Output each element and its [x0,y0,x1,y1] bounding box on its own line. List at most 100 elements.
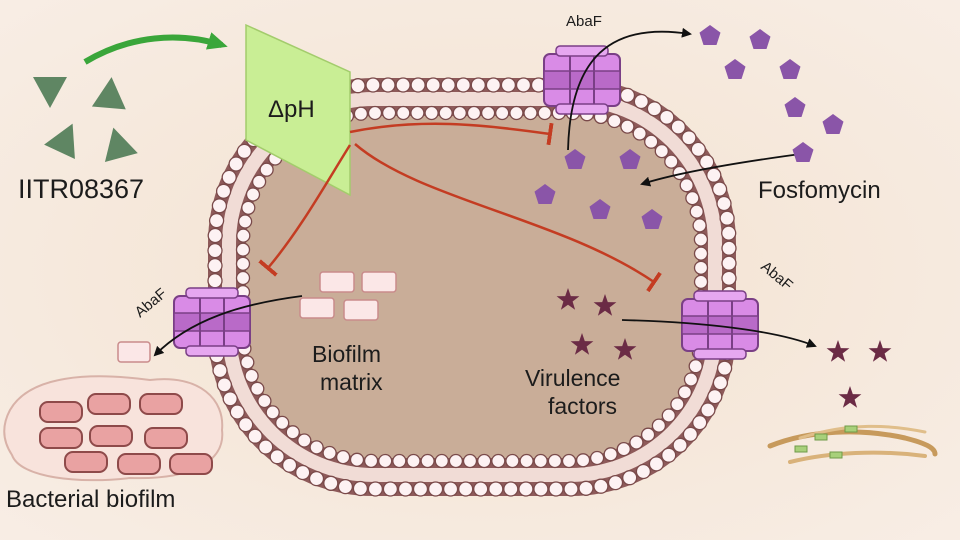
membrane-bead [258,439,274,455]
membrane-bead [448,453,464,469]
membrane-bead [211,198,228,214]
membrane-bead [367,481,384,497]
biofilm-matrix-label-line1: Biofilm [312,341,381,367]
membrane-bead [699,154,715,170]
membrane-bead [681,130,697,146]
membrane-bead [688,359,703,374]
membrane-bead [672,437,688,453]
membrane-bead [519,453,534,469]
bacterial-biofilm-label: Bacterial biofilm [6,486,175,513]
membrane-bead [295,464,311,481]
membrane-bead [488,481,504,497]
membrane-bead [410,77,426,93]
membrane-bead [222,391,238,407]
membrane-bead [235,256,251,271]
membrane-bead [440,77,456,93]
membrane-bead [455,77,471,93]
membrane-bead [640,427,656,442]
membrane-bead [518,481,534,497]
membrane-bead [207,242,223,259]
fosfomycin-entry-arrow [640,152,809,187]
membrane-bead [689,204,704,219]
membrane-bead [651,418,667,433]
membrane-bead [427,481,444,497]
bacterium-cell [87,393,131,415]
membrane-bead [412,481,429,497]
membrane-bead [670,119,686,135]
membrane-bead [247,428,263,444]
membrane-bead [250,381,265,396]
inhibit-biofilm-efflux [258,144,352,277]
membrane-bead [350,78,366,94]
membrane-bead [578,480,594,496]
membrane-bead [244,368,259,384]
bacterium-cell [139,393,183,415]
membrane-bead [207,227,223,244]
membrane-bead [693,246,709,261]
membrane-bead [537,105,552,121]
membrane-bead [207,273,223,289]
membrane-bead [322,445,337,461]
membrane-bead [661,447,677,463]
membrane-bead [683,372,699,387]
membrane-bead [622,470,638,486]
membrane-bead [632,126,647,141]
membrane-bead [706,167,722,183]
membrane-bead [335,449,351,465]
membrane-bead [515,77,532,93]
virulence-label-line2: factors [548,393,617,419]
inhibit-virulence-efflux [354,143,662,293]
membrane-bead [410,105,425,121]
delta-ph-label: ΔpH [268,96,315,123]
membrane-bead [367,105,383,121]
membrane-bead [629,435,644,450]
membrane-bead [235,242,251,257]
membrane-bead [685,190,700,206]
membrane-bead [473,481,489,497]
membrane-bead [365,77,381,93]
membrane-bead [281,457,298,473]
membrane-bead [620,119,635,134]
membrane-bead [462,453,478,469]
membrane-bead [619,87,636,104]
membrane-bead [363,453,379,469]
bacterium-cell [89,425,133,447]
membrane-bead [235,270,251,286]
membrane-bead [215,183,232,199]
membrane-bead [485,77,502,93]
bacterium-cell [39,427,83,449]
membrane-bead [208,212,225,229]
membrane-bead [664,154,679,169]
membrane-bead [716,195,732,212]
membrane-bead [349,452,365,467]
membrane-bead [716,360,733,376]
membrane-bead [275,415,290,431]
membrane-bead [607,113,622,129]
membrane-bead [420,453,435,469]
activation-arrow [83,32,228,65]
membrane-bead [452,105,467,121]
membrane-bead [337,478,354,495]
membrane-bead [237,214,253,229]
membrane-bead [458,481,474,497]
bacterium-cell [144,427,188,449]
membrane-bead [721,225,737,241]
membrane-bead [438,105,453,121]
membrane-bead [381,105,397,121]
membrane-bead [503,481,519,497]
transporter-icon [681,290,759,360]
membrane-bead [397,481,414,497]
delta-ph-panel [245,23,351,197]
membrane-bead [635,463,652,480]
membrane-bead [654,143,669,159]
membrane-bead [212,362,228,379]
membrane-bead [392,453,407,469]
membrane-bead [693,232,709,247]
membrane-bead [285,425,300,440]
membrane-bead [480,105,496,121]
membrane-bead [523,105,538,121]
membrane-bead [505,453,520,469]
membrane-bead [269,449,285,465]
membrane-bead [719,210,735,226]
